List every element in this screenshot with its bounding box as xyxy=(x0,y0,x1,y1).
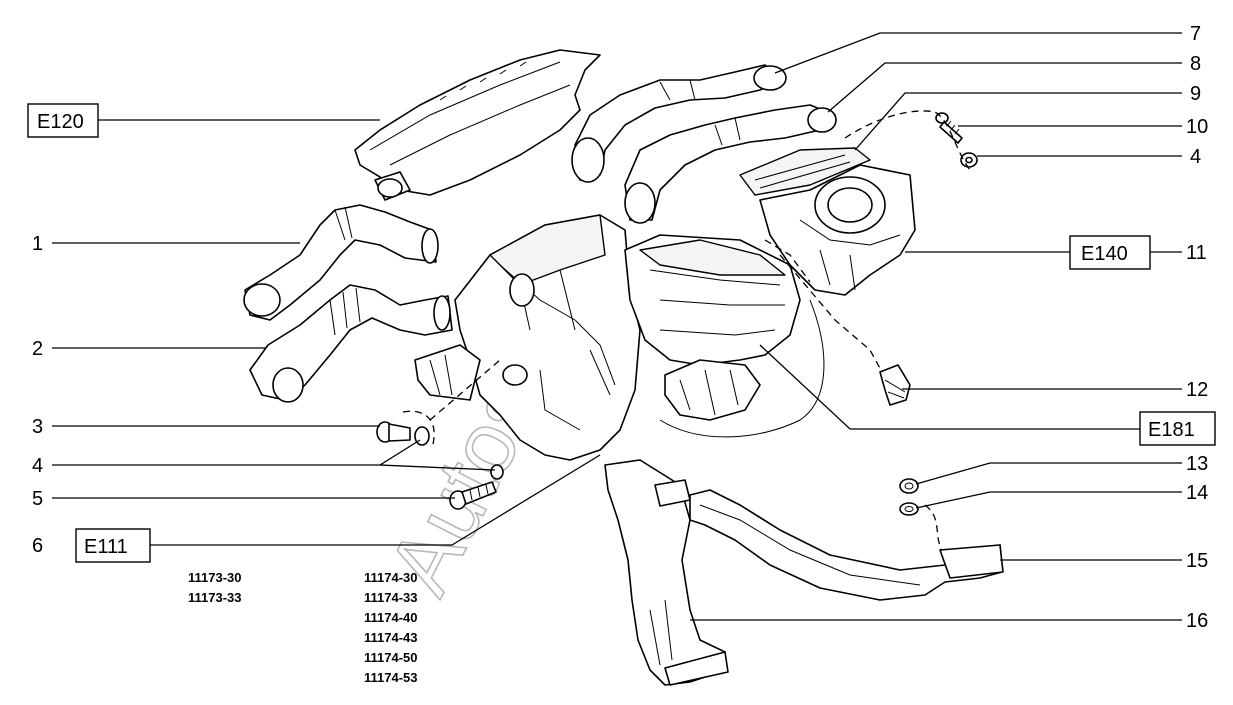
callout-13: 13 xyxy=(1186,453,1208,475)
callout-4-right: 4 xyxy=(1190,146,1201,168)
ref-box-e181: E181 xyxy=(1139,411,1216,446)
callout-16: 16 xyxy=(1186,610,1208,632)
air-hose-1-part xyxy=(243,204,439,321)
callout-11: 11 xyxy=(1186,242,1207,264)
callout-8: 8 xyxy=(1190,53,1201,75)
ref-e140-label: E140 xyxy=(1081,243,1128,265)
callout-5: 5 xyxy=(32,488,43,510)
blower-assembly-part xyxy=(739,147,916,296)
callout-6: 6 xyxy=(32,535,43,557)
model-number: 11174-53 xyxy=(364,670,418,685)
model-number: 11174-50 xyxy=(364,650,418,665)
callout-14: 14 xyxy=(1186,482,1208,504)
screw-5-part xyxy=(449,481,497,510)
ref-box-e120: E120 xyxy=(27,103,99,138)
vertical-duct-16-part xyxy=(604,459,729,686)
heater-housing-part xyxy=(414,214,641,461)
callout-3: 3 xyxy=(32,416,43,438)
ref-e111-label: E111 xyxy=(84,536,128,558)
washer-14-part xyxy=(899,502,919,516)
callout-9: 9 xyxy=(1190,83,1201,105)
screw-10-part xyxy=(935,112,963,144)
callout-4-left: 4 xyxy=(32,455,43,477)
callout-10: 10 xyxy=(1186,116,1208,138)
air-pipe-8-part xyxy=(624,104,837,224)
washer-4-top-part xyxy=(960,152,978,168)
floor-duct-15-part xyxy=(689,489,1004,601)
model-number: 11174-43 xyxy=(364,630,418,645)
leader-lines xyxy=(52,32,1182,621)
model-number: 11173-30 xyxy=(188,570,242,585)
bolt-3-part xyxy=(376,421,411,443)
ref-e181-label: E181 xyxy=(1148,419,1195,441)
callout-7: 7 xyxy=(1190,23,1201,45)
ref-box-e140: E140 xyxy=(1069,235,1151,270)
clip-12-part xyxy=(879,364,911,406)
air-hose-2-part xyxy=(249,284,453,403)
callout-2: 2 xyxy=(32,338,43,360)
callout-1: 1 xyxy=(32,233,43,255)
model-list-left: 11173-30 11173-33 xyxy=(188,570,242,605)
nut-13-part xyxy=(899,478,919,494)
defroster-duct-part xyxy=(354,49,601,201)
callout-12: 12 xyxy=(1186,379,1208,401)
model-number: 11174-40 xyxy=(364,610,418,625)
heater-core-housing-part xyxy=(624,234,825,438)
model-number: 11173-33 xyxy=(188,590,242,605)
model-number: 11174-33 xyxy=(364,590,418,605)
ref-box-e111: E111 xyxy=(75,528,151,563)
model-list-right: 11174-30 11174-33 11174-40 11174-43 1117… xyxy=(364,570,418,685)
ref-e120-label: E120 xyxy=(37,111,84,133)
callout-15: 15 xyxy=(1186,550,1208,572)
model-number: 11174-30 xyxy=(364,570,418,585)
